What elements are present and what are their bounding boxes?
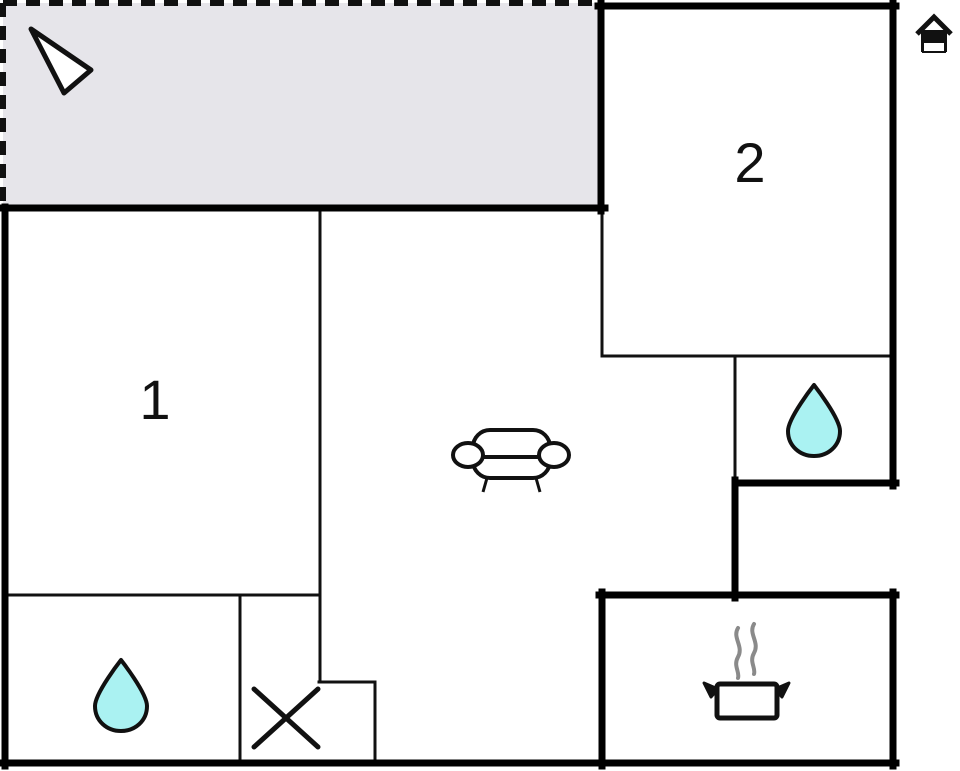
water-drop-shape-left bbox=[93, 658, 149, 733]
pot-body-icon bbox=[714, 681, 780, 721]
cross-mark-icon bbox=[251, 686, 321, 750]
north-arrow-icon bbox=[28, 26, 94, 96]
sofa-leg-left-icon bbox=[481, 477, 489, 493]
sofa-leg-right-icon bbox=[534, 477, 542, 493]
pot-steam-left-icon bbox=[734, 626, 742, 680]
terrace-fill bbox=[3, 3, 600, 206]
kitchen-fill bbox=[602, 595, 893, 763]
house-roof-icon bbox=[915, 13, 953, 36]
partition-walls bbox=[4, 208, 895, 765]
room-1-label: 1 bbox=[139, 368, 170, 431]
north-arrow-triangle bbox=[28, 26, 94, 96]
water-drop-icon bbox=[93, 658, 149, 733]
house-door-icon bbox=[922, 41, 946, 53]
room-2-label: 2 bbox=[734, 131, 765, 194]
cross-line-b-icon bbox=[251, 686, 321, 750]
sofa-icon bbox=[451, 428, 571, 493]
terrace-area bbox=[0, 0, 600, 206]
house-icon bbox=[915, 13, 953, 53]
room-2-fill bbox=[602, 6, 893, 356]
cooking-pot-icon bbox=[702, 622, 791, 721]
pot-steam-right-icon bbox=[750, 622, 758, 676]
water-drop-shape-right bbox=[786, 383, 842, 458]
sofa-arm-right-icon bbox=[537, 441, 571, 469]
structural-walls bbox=[0, 0, 900, 770]
room-1-fill bbox=[6, 210, 320, 596]
sofa-arm-left-icon bbox=[451, 441, 485, 469]
water-drop-icon bbox=[786, 383, 842, 458]
